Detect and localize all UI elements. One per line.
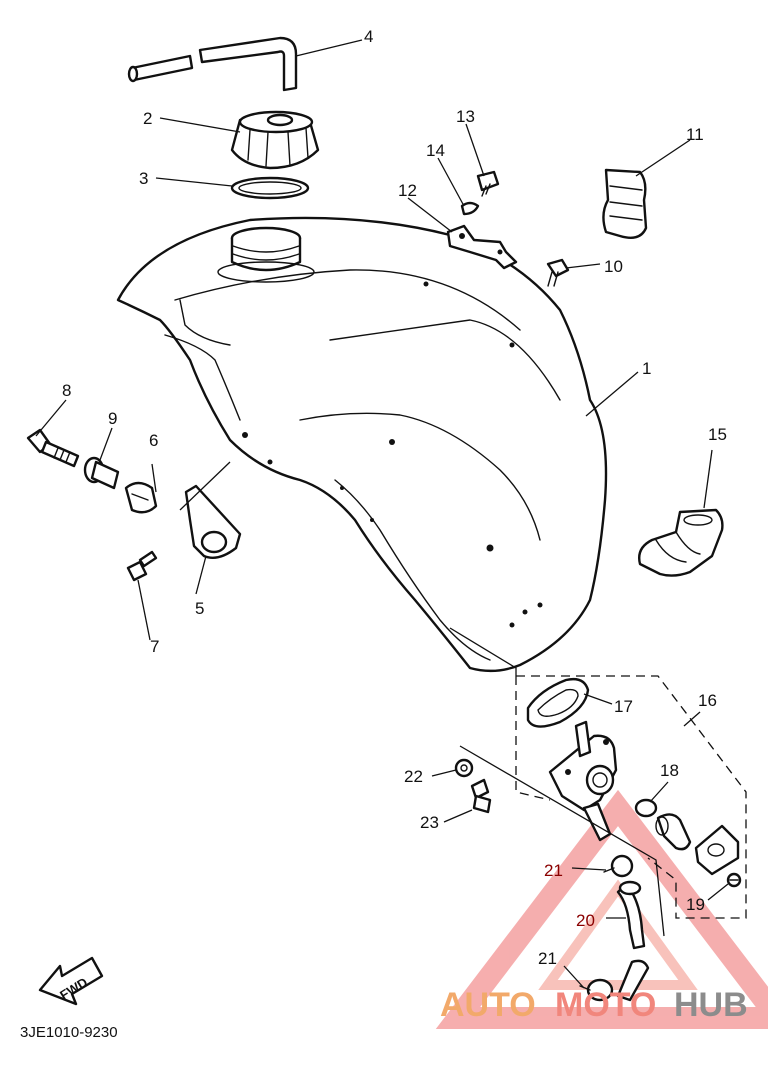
- part-23-bolt: [470, 778, 492, 814]
- callout-11: 11: [686, 125, 704, 144]
- part-lever: [655, 813, 692, 851]
- callout-8: 8: [62, 381, 71, 400]
- watermark-brand-2: MOTO: [555, 986, 656, 1024]
- part-21-clip-upper: [603, 854, 634, 878]
- part-17-gasket: [526, 677, 590, 728]
- diagram-code: 3JE1010-9230: [20, 1024, 118, 1041]
- callout-4: 4: [364, 27, 373, 46]
- callout-5: 5: [195, 599, 204, 618]
- part-21-clip-lower: [579, 978, 614, 1002]
- part-5-bracket: [184, 484, 242, 559]
- part-9-collar: [83, 456, 120, 490]
- part-22-washer: [454, 758, 474, 778]
- callout-21-lower: 21: [538, 949, 557, 968]
- leader-lines: [35, 39, 729, 989]
- part-10-bolt: [546, 258, 570, 287]
- callout-15: 15: [708, 425, 727, 444]
- callout-10: 10: [604, 257, 623, 276]
- part-14-washer: [460, 201, 480, 216]
- part-plate: [694, 824, 740, 876]
- part-13-screw: [476, 170, 500, 197]
- part-4-breather-hose: [127, 36, 298, 92]
- part-3-gasket: [230, 176, 310, 200]
- callout-9: 9: [108, 409, 117, 428]
- callout-23: 23: [420, 813, 439, 832]
- callout-16: 16: [698, 691, 717, 710]
- part-1-fuel-tank: [116, 216, 608, 673]
- callout-2: 2: [143, 109, 152, 128]
- callout-22: 22: [404, 767, 423, 786]
- part-fuel-cock-body: [548, 720, 618, 842]
- callout-17: 17: [614, 697, 633, 716]
- part-11-damper: [602, 168, 648, 239]
- watermark-text: AUTO MOTO HUB: [440, 986, 748, 1024]
- part-2-fuel-cap: [230, 110, 320, 170]
- callout-6: 6: [149, 431, 158, 450]
- part-15-damper: [638, 508, 724, 577]
- callout-21-upper: 21: [544, 861, 563, 880]
- part-12-bracket: [446, 224, 518, 270]
- callout-13: 13: [456, 107, 475, 126]
- callout-1: 1: [642, 359, 651, 378]
- callout-12: 12: [398, 181, 417, 200]
- part-6-grommet: [124, 481, 158, 514]
- part-8-bolt: [26, 428, 80, 468]
- watermark-brand-1: AUTO: [440, 986, 536, 1024]
- part-19-screw: [726, 872, 742, 888]
- leader-16: [683, 711, 701, 727]
- callout-19: 19: [686, 895, 705, 914]
- callout-20: 20: [576, 911, 595, 930]
- watermark-logo-mark: [435, 789, 768, 1029]
- fwd-arrow-icon: FWD: [38, 956, 104, 1006]
- callout-18: 18: [660, 761, 679, 780]
- assembly-16-boundary: [515, 675, 747, 919]
- part-18-o-ring: [634, 798, 658, 818]
- callout-3: 3: [139, 169, 148, 188]
- watermark-brand-3: HUB: [674, 986, 748, 1024]
- callout-numbers: 1 2 3 4 5 6 7 8 9 10 11 12 13 14 15 16 1…: [62, 27, 727, 968]
- part-20-hose: [616, 880, 650, 1002]
- leader-22-bracket: [459, 745, 665, 937]
- callout-7: 7: [150, 637, 159, 656]
- part-7-screw: [126, 550, 158, 582]
- callout-14: 14: [426, 141, 445, 160]
